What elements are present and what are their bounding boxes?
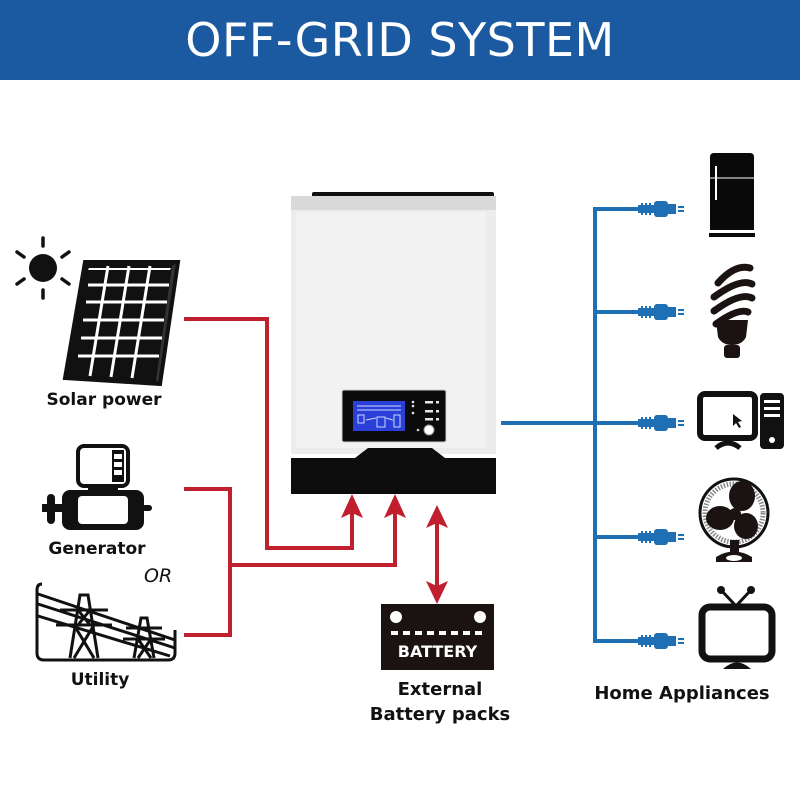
plug-icon <box>638 415 684 431</box>
plugs <box>638 201 684 649</box>
plug-icon <box>638 201 684 217</box>
battery-icon <box>381 604 494 670</box>
solar-panel-icon <box>62 260 181 387</box>
refrigerator-icon <box>709 153 755 237</box>
plug-icon <box>638 529 684 545</box>
power-knob <box>423 424 435 436</box>
or-label: OR <box>144 565 173 587</box>
arrow-up-icon <box>384 494 406 518</box>
plug-icon <box>638 304 684 320</box>
input-wires <box>184 317 439 637</box>
generator-label: Generator <box>48 539 146 559</box>
output-wires <box>501 207 640 643</box>
arrow-up-icon <box>341 494 363 518</box>
solar-wire <box>184 317 354 550</box>
generator-icon <box>42 444 152 530</box>
battery-badge: BATTERY <box>397 642 478 661</box>
utility-label: Utility <box>70 670 130 690</box>
page-title: OFF-GRID SYSTEM <box>185 13 615 67</box>
computer-icon <box>697 391 784 451</box>
power-tower-icon <box>35 582 177 662</box>
fan-icon <box>698 477 770 562</box>
title-banner: OFF-GRID SYSTEM <box>0 0 800 80</box>
tv-icon <box>698 586 776 669</box>
control-panel <box>341 389 447 443</box>
arrow-up-icon <box>426 505 448 528</box>
plug-icon <box>638 633 684 649</box>
generator-wire <box>184 487 232 637</box>
battery-label-line2: Battery packs <box>369 704 511 725</box>
battery-label-line1: External <box>397 679 483 700</box>
home-appliances-label: Home Appliances <box>594 683 770 704</box>
arrow-heads <box>341 494 448 604</box>
generator-utility-wire <box>230 508 397 567</box>
sun-icon <box>15 236 71 300</box>
inverter-icon <box>291 192 496 494</box>
solar-power-label: Solar power <box>46 390 162 410</box>
arrow-down-icon <box>426 581 448 604</box>
cfl-bulb-icon <box>710 263 756 358</box>
